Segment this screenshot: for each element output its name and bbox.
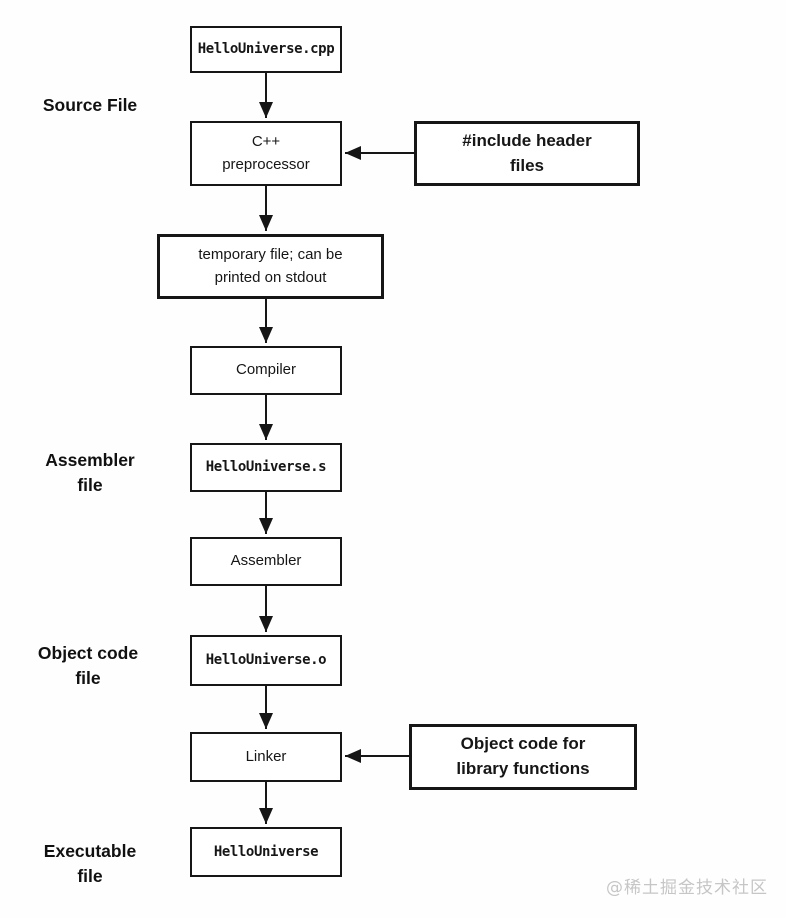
node-preprocessor: C++ preprocessor bbox=[190, 121, 342, 186]
side-label-object-code-file: Object code file bbox=[37, 643, 139, 688]
node-compiler: Compiler bbox=[190, 346, 342, 395]
node-assembly-file: HelloUniverse.s bbox=[190, 443, 342, 492]
node-library-objects: Object code for library functions bbox=[409, 724, 637, 790]
side-label-source-file: Source File bbox=[42, 95, 138, 115]
side-label-executable-file: Executable file bbox=[43, 841, 137, 886]
side-label-assembler-file: Assembler file bbox=[45, 450, 135, 495]
node-executable: HelloUniverse bbox=[190, 827, 342, 877]
node-object-file: HelloUniverse.o bbox=[190, 635, 342, 686]
node-assembler: Assembler bbox=[190, 537, 342, 586]
node-source-cpp: HelloUniverse.cpp bbox=[190, 26, 342, 73]
node-temp-file: temporary file; can be printed on stdout bbox=[157, 234, 384, 299]
node-linker: Linker bbox=[190, 732, 342, 782]
watermark: @稀土掘金技术社区 bbox=[606, 878, 768, 898]
node-include-headers: #include header files bbox=[414, 121, 640, 186]
